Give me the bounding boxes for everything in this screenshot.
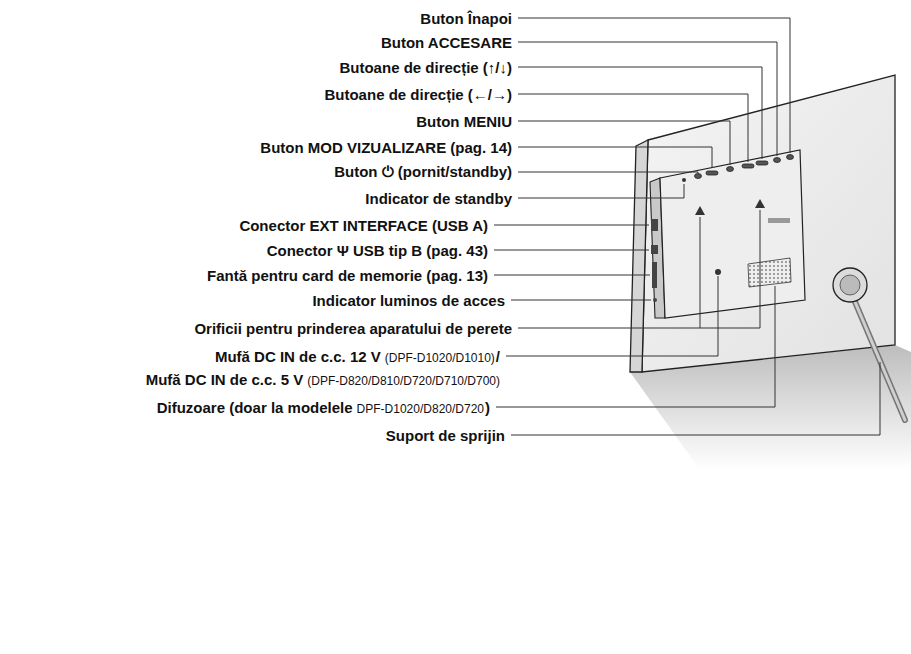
part-label: Buton MOD VIZUALIZARE (pag. 14) [260,139,512,156]
dc-jack [715,269,721,275]
callout-row: Difuzoare (doar la modelele DPF-D1020/D82… [157,399,490,416]
frame-back-panel [642,75,895,372]
speaker-grille [748,258,791,287]
stand-hub-inner [840,275,860,295]
part-label: Fantă pentru card de memorie (pag. 13) [207,267,488,284]
part-label: ) [485,399,490,416]
part-label: DPF-D1020/D820/D720 [357,402,484,416]
part-label: / [496,348,500,365]
rear-housing [660,150,805,318]
wall-hole [695,206,705,215]
callout-row: Butoane de direcție (←/→) [324,86,512,103]
callout-row: Butoane de direcție (↑/↓) [339,59,512,76]
usb-a-connector [651,219,658,231]
part-label: Buton ⏻ (pornit/standby) [334,163,512,181]
logo-plate [768,218,790,223]
access-lamp [653,298,657,302]
part-label: Mufă DC IN de c.c. 12 V [215,348,381,365]
part-label: Buton ACCESARE [381,34,512,51]
callout-row: Suport de sprijin [386,427,505,444]
stand-hub [833,268,867,302]
callout-row: Conector Ψ USB tip B (pag. 43) [267,242,488,259]
part-label: Suport de sprijin [386,427,505,444]
callout-row: Buton MOD VIZUALIZARE (pag. 14) [260,139,512,156]
part-label: Orificii pentru prinderea aparatului de … [194,320,512,337]
part-label: Indicator luminos de acces [312,292,505,309]
part-label: Buton MENIU [416,113,512,130]
part-label: Difuzoare (doar la modelele [157,399,353,416]
standby-indicator [682,178,686,182]
callout-row: Orificii pentru prinderea aparatului de … [194,320,512,337]
frame-edge [630,140,648,372]
callout-row: Fantă pentru card de memorie (pag. 13) [207,267,488,284]
callout-row: Buton MENIU [416,113,512,130]
part-label: Butoane de direcție (↑/↓) [339,59,512,76]
part-label: Mufă DC IN de c.c. 5 V [146,371,304,388]
callout-row: Conector EXT INTERFACE (USB A) [239,217,488,234]
usb-b-connector [651,245,658,254]
callout-row: Buton Înapoi [420,10,512,27]
stand-leg [850,290,905,420]
wall-hole [755,199,765,208]
card-slot [652,262,657,288]
buttons [695,155,794,179]
callout-row: Mufă DC IN de c.c. 12 V (DPF-D1020/D1010)… [215,348,500,365]
callout-row: Indicator luminos de acces [312,292,505,309]
stand-leg-highlight [850,290,905,420]
part-label: Butoane de direcție (←/→) [324,86,512,103]
callout-row: Buton ⏻ (pornit/standby) [334,163,512,181]
callout-row: Buton ACCESARE [381,34,512,51]
part-label: Conector EXT INTERFACE (USB A) [239,217,488,234]
part-label: Buton Înapoi [420,10,512,27]
part-label: (DPF-D1020/D1010) [385,351,495,365]
part-label: Conector Ψ USB tip B (pag. 43) [267,242,488,259]
part-label: (DPF-D820/D810/D720/D710/D700) [307,374,500,388]
leader-lines [494,18,880,435]
part-label: Indicator de standby [365,190,512,207]
callout-row: Mufă DC IN de c.c. 5 V(DPF-D820/D810/D72… [146,371,500,388]
callout-row: Indicator de standby [365,190,512,207]
